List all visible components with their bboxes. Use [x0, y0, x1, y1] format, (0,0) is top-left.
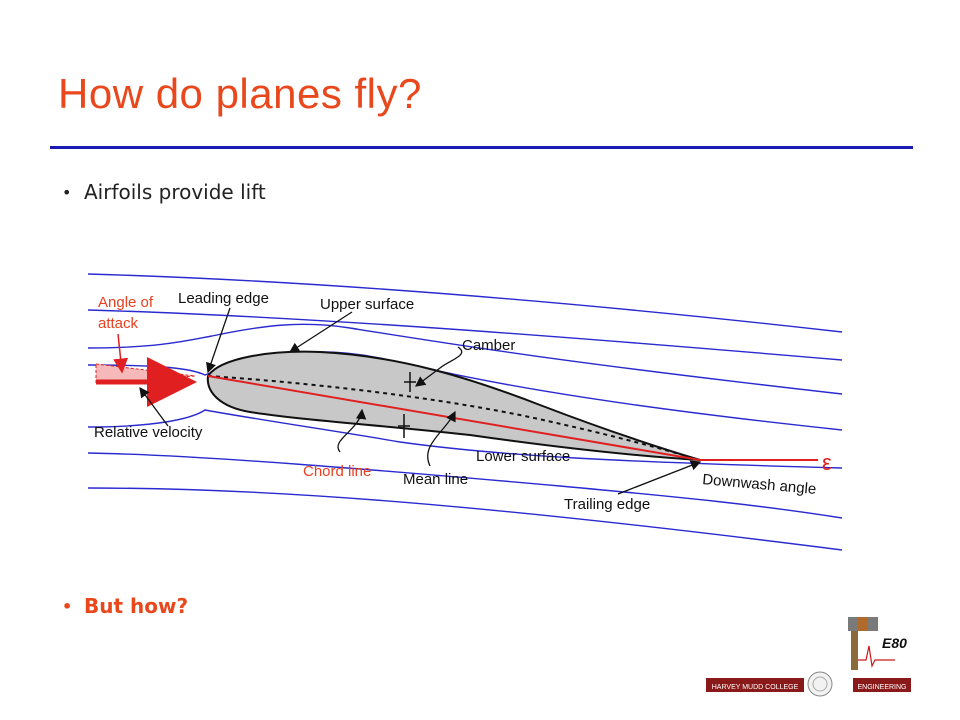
- angle-of-attack-label: Angle of: [98, 294, 154, 311]
- streamline: [87, 309, 843, 361]
- camber-label: Camber: [462, 337, 515, 354]
- streamline: [87, 487, 843, 551]
- epsilon-label: ε: [822, 450, 832, 475]
- streamline: [87, 273, 843, 333]
- streamline: [87, 323, 843, 395]
- relative-velocity-label: Relative velocity: [94, 424, 203, 441]
- bullet-item: • Airfoils provide lift: [62, 180, 266, 204]
- lower-surface-label: Lower surface: [476, 448, 570, 465]
- leading-edge-label: Leading edge: [178, 290, 269, 307]
- chord-line-leader: [337, 408, 367, 453]
- downwash-angle-label: Downwash angle: [702, 471, 817, 498]
- bullet-item: • But how?: [62, 594, 188, 618]
- streamline: [87, 409, 843, 469]
- logo-college-text: HARVEY MUDD COLLEGE: [712, 684, 799, 691]
- trailing-edge-label: Trailing edge: [564, 496, 650, 513]
- logo-dept-text: ENGINEERING: [857, 684, 906, 691]
- mean-line-label: Mean line: [403, 471, 468, 488]
- bullet-dot: •: [62, 182, 72, 202]
- logo-course-label: E80: [882, 635, 907, 651]
- mean-line-leader: [427, 410, 456, 467]
- angle-of-attack-label: attack: [98, 315, 139, 332]
- camber-leader: [414, 346, 463, 387]
- relative-velocity-leader: [139, 386, 169, 427]
- upper-surface-leader: [288, 311, 353, 353]
- mean-line: [207, 375, 701, 461]
- bullet-dot: •: [62, 596, 73, 616]
- leading-edge-leader: [206, 307, 231, 374]
- chord-line-label: Chord line: [303, 463, 371, 480]
- hmc-logo: E80 HARVEY MUDD COLLEGE ENGINEERING: [706, 617, 911, 697]
- streamline: [87, 452, 843, 519]
- title-divider: [50, 146, 913, 149]
- trailing-edge-leader: [617, 460, 702, 495]
- slide-title: How do planes fly?: [58, 70, 422, 117]
- aoa-pointer: [113, 333, 129, 374]
- upper-surface-label: Upper surface: [320, 296, 414, 313]
- bullet-text: But how?: [84, 594, 189, 618]
- bullet-text: Airfoils provide lift: [84, 180, 266, 204]
